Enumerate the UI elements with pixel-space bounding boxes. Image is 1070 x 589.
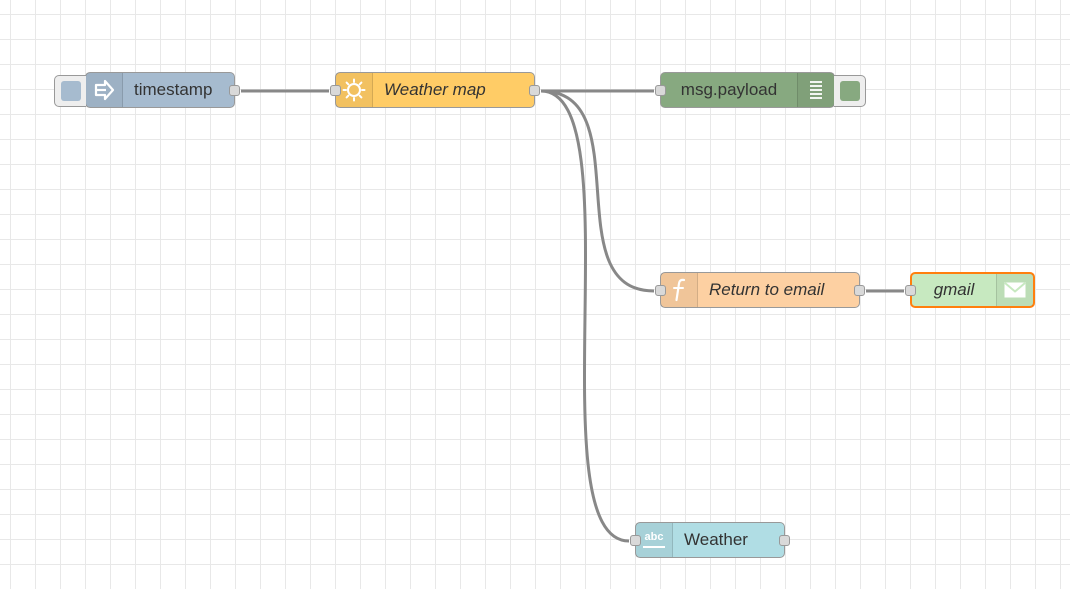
wire-weather-map-to-weather[interactable] xyxy=(540,89,630,543)
envelope-icon xyxy=(996,274,1033,306)
node-label: Weather xyxy=(684,530,748,549)
input-port[interactable] xyxy=(655,285,666,296)
wire-weather-map-to-return-to-email[interactable] xyxy=(540,89,655,293)
output-port[interactable] xyxy=(529,85,540,96)
inject-button-square xyxy=(60,81,81,101)
abc-icon-text: abc xyxy=(644,531,664,543)
abc-icon-underline xyxy=(643,546,665,548)
inject-button[interactable] xyxy=(54,75,86,107)
debug-list-icon xyxy=(797,73,834,107)
abc-text-icon: abc xyxy=(636,523,673,557)
output-port[interactable] xyxy=(854,285,865,296)
node-return-to-email[interactable]: Return to email xyxy=(655,272,865,308)
output-port[interactable] xyxy=(779,535,790,546)
debug-toggle-square xyxy=(839,81,860,101)
node-label: Weather map xyxy=(384,80,486,99)
node-label: Return to email xyxy=(709,280,825,299)
node-weather-map[interactable]: Weather map xyxy=(330,72,540,108)
node-weather[interactable]: abc Weather xyxy=(630,522,790,558)
node-msg-payload[interactable]: msg.payload xyxy=(655,72,866,108)
input-port[interactable] xyxy=(630,535,641,546)
function-icon xyxy=(661,273,698,307)
inject-arrow-icon xyxy=(86,73,123,107)
sun-icon xyxy=(336,73,373,107)
input-port[interactable] xyxy=(330,85,341,96)
node-label: gmail xyxy=(933,280,975,299)
input-port[interactable] xyxy=(905,285,916,296)
node-timestamp[interactable]: timestamp xyxy=(54,72,240,108)
node-label: msg.payload xyxy=(680,80,778,99)
input-port[interactable] xyxy=(655,85,666,96)
debug-toggle-button[interactable] xyxy=(834,75,866,107)
node-gmail[interactable]: gmail xyxy=(905,272,1035,308)
node-label: timestamp xyxy=(134,80,213,99)
output-port[interactable] xyxy=(229,85,240,96)
